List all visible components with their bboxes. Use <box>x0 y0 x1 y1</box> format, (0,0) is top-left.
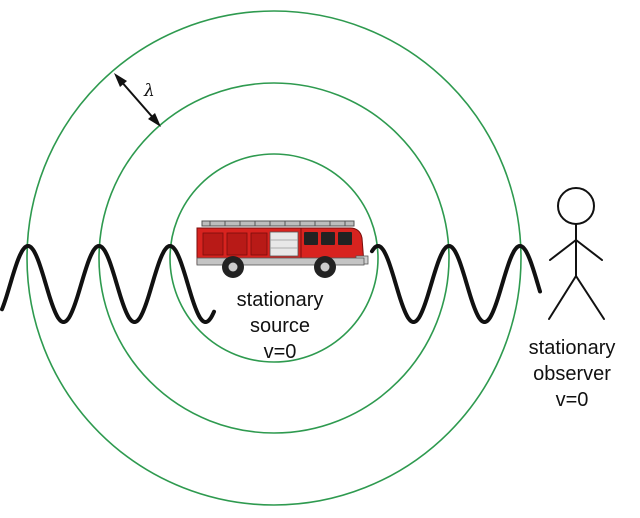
source-label-line2: source <box>250 315 310 337</box>
source-label-line3: v=0 <box>264 341 297 363</box>
observer-label-line2: observer <box>533 363 611 385</box>
sound-wave-left <box>0 243 216 324</box>
wavefronts <box>26 10 522 506</box>
wavefront-inner <box>169 153 379 363</box>
wavefront-middle <box>98 82 450 434</box>
sound-wave-right <box>370 243 542 324</box>
wavelength-symbol: λ <box>143 81 155 101</box>
source-label-line1: stationary <box>237 289 324 311</box>
observer-stick-figure-icon <box>548 187 605 320</box>
wavelength-arrow <box>114 73 161 127</box>
observer-label-line1: stationary <box>529 337 616 359</box>
observer-label-line3: v=0 <box>556 389 589 411</box>
wavefront-outer <box>26 10 522 506</box>
fire-truck-icon <box>196 220 369 278</box>
